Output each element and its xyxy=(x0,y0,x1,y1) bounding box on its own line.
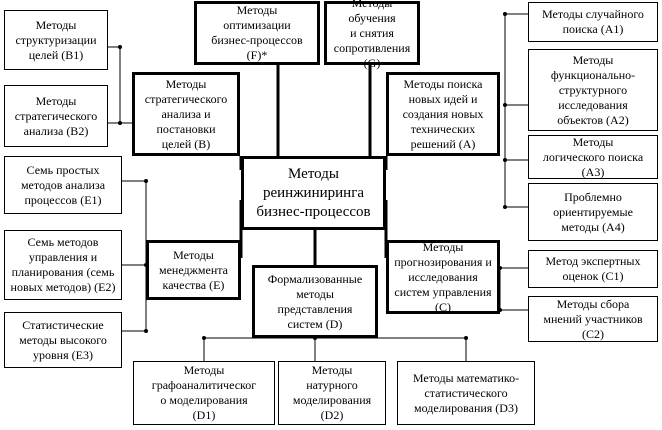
strategic-analysis-box: Методы стратегического анализа и постано… xyxy=(132,72,240,156)
problem-oriented-box: Проблемно ориентируемые методы (A4) xyxy=(528,183,658,241)
expert-estimates-box: Метод экспертных оценок (C1) xyxy=(528,250,658,288)
business-process-optimization-box: Методы оптимизации бизнес-процессов (F)* xyxy=(194,1,320,65)
seven-simple-methods-box: Семь простых методов анализа процессов (… xyxy=(4,156,122,214)
logical-search-box: Методы логического поиска (A3) xyxy=(528,135,658,179)
mathematical-modeling-box: Методы математико- статистического модел… xyxy=(397,361,535,425)
training-methods-box: Методы обучения и снятия сопротивления (… xyxy=(324,0,420,70)
strategic-analysis-b2-box: Методы стратегического анализа (B2) xyxy=(4,85,108,147)
seven-management-methods-box: Семь методов управления и планирования (… xyxy=(4,230,122,300)
statistical-methods-box: Статистические методы высокого уровня (E… xyxy=(4,312,122,368)
reengineering-methods-box: Методы реинжиниринга бизнес-процессов xyxy=(241,156,386,230)
random-search-box: Методы случайного поиска (A1) xyxy=(528,2,658,42)
functional-structural-box: Методы функционально- структурного иссле… xyxy=(528,49,658,131)
formalized-methods-box: Формализованные методы представления сис… xyxy=(252,265,378,338)
forecasting-methods-box: Методы прогнозирования и исследования си… xyxy=(386,240,500,314)
natural-modeling-box: Методы натурного моделирования (D2) xyxy=(278,361,386,425)
idea-search-box: Методы поиска новых идей и создания новы… xyxy=(386,72,500,156)
goal-structuring-box: Методы структуризации целей (B1) xyxy=(4,10,108,70)
graphoanalytic-modeling-box: Методы графоаналитическог о моделировани… xyxy=(133,361,275,425)
quality-management-box: Методы менеджмента качества (E) xyxy=(146,240,241,300)
opinion-collection-box: Методы сбора мнений участников (C2) xyxy=(528,296,658,342)
